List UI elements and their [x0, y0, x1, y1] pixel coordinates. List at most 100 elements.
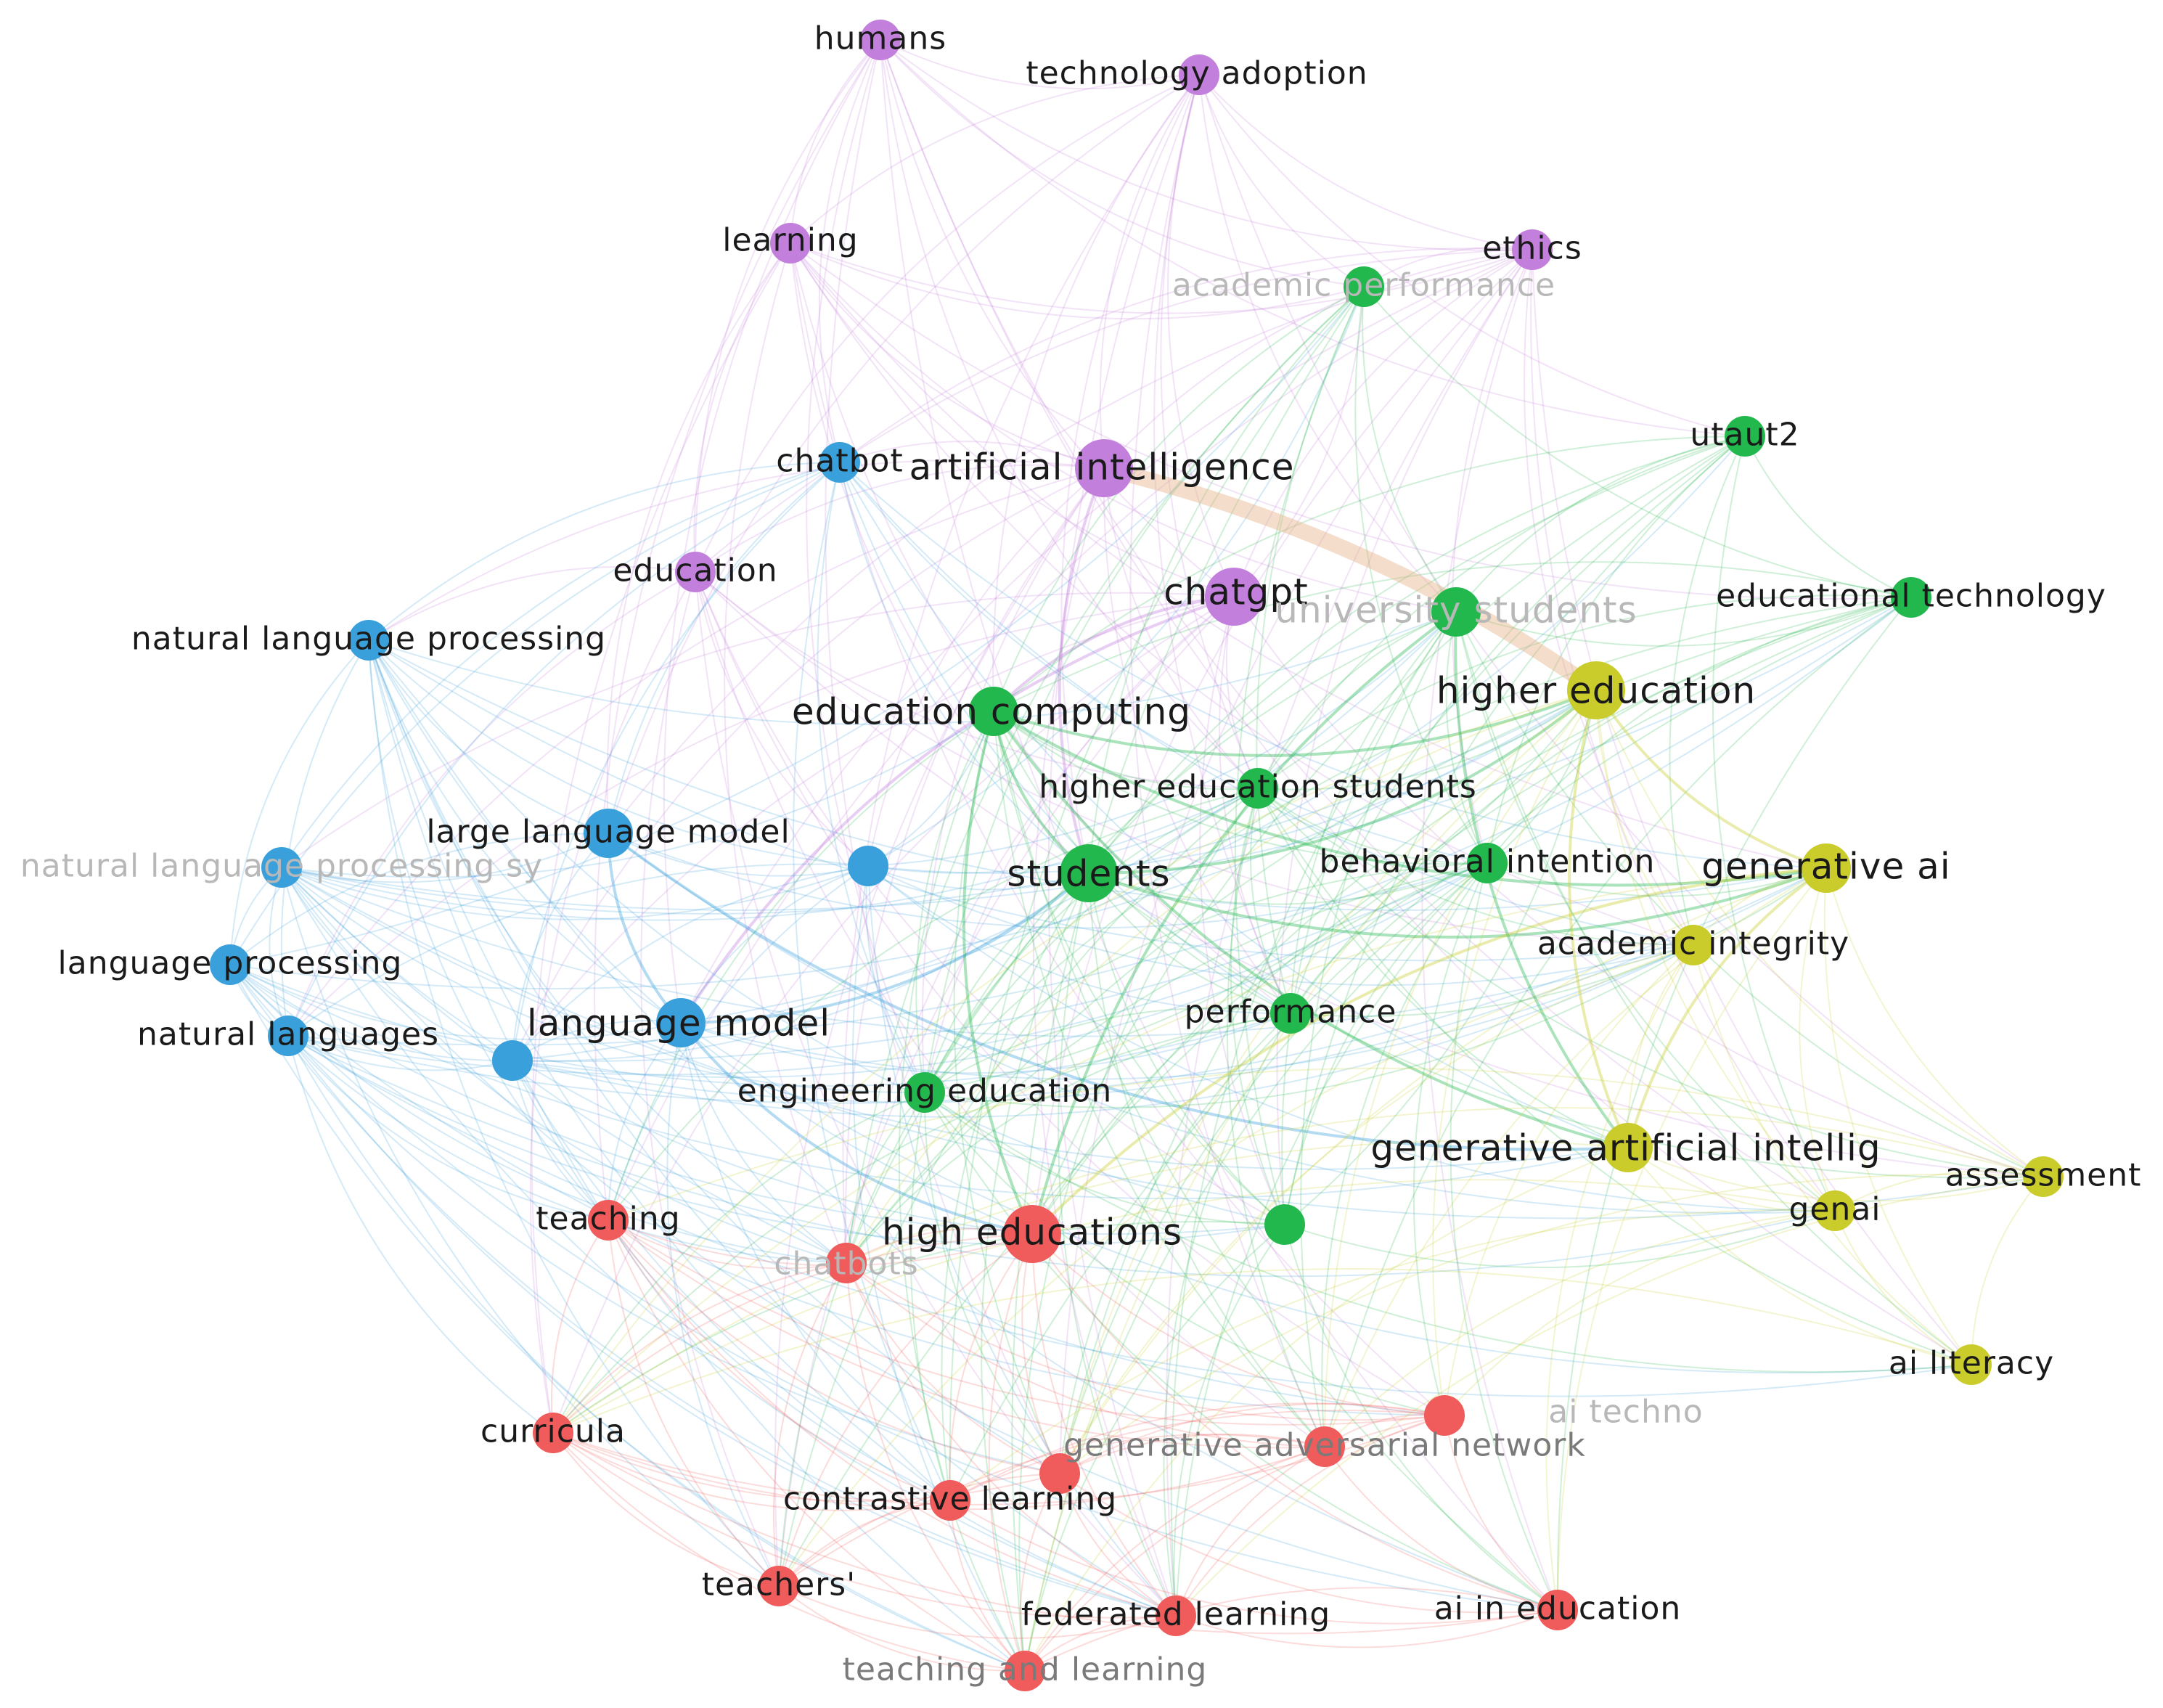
node-ai-in-education[interactable]	[1537, 1590, 1578, 1630]
node-chatbots[interactable]	[826, 1243, 867, 1283]
edge-chatbots-generative-adversarial-network	[846, 1262, 1325, 1447]
node-ai-literacy[interactable]	[1951, 1344, 1992, 1385]
node-educational-technology[interactable]	[1891, 577, 1931, 618]
node-humans[interactable]	[860, 20, 901, 60]
edge-higher-education-students-teachers	[778, 788, 1259, 1587]
node-generative-artificial-intellig[interactable]	[1603, 1123, 1653, 1172]
node-university-students[interactable]	[1431, 587, 1481, 637]
node-utaut2[interactable]	[1725, 416, 1765, 457]
node-language-processing[interactable]	[210, 944, 250, 985]
node-curricula[interactable]	[533, 1413, 573, 1453]
edge-technology-adoption-higher-education-students	[1160, 74, 1259, 789]
node-red-unlabeled[interactable]	[1039, 1453, 1080, 1494]
node-academic-integrity[interactable]	[1673, 925, 1714, 965]
edge-behavioral-intention-chatbots	[846, 862, 1488, 1264]
node-chatbot[interactable]	[819, 442, 860, 483]
edge-utaut2-educational-technology	[1744, 436, 1912, 598]
edge-large-language-model-generative-artificial-intellig	[607, 832, 1629, 1151]
edge-engineering-education-green-unlabeled	[924, 1092, 1285, 1225]
label-natural-languages: natural languages	[137, 1016, 439, 1053]
node-higher-education-students[interactable]	[1238, 768, 1278, 809]
node-engineering-education[interactable]	[904, 1072, 945, 1113]
edge-educational-technology-contrastive-learning	[949, 597, 1912, 1501]
edge-curricula-ai-in-education	[552, 1432, 1558, 1635]
node-natural-languages[interactable]	[268, 1016, 308, 1056]
node-assessment[interactable]	[2023, 1156, 2064, 1197]
node-teachers[interactable]	[759, 1566, 799, 1606]
node-technology-adoption[interactable]	[1179, 54, 1219, 95]
node-large-language-model[interactable]	[584, 809, 633, 858]
edge-generative-adversarial-network-red-unlabeled	[1059, 1434, 1325, 1474]
edge-educational-technology-behavioral-intention	[1487, 597, 1912, 864]
edge-green-unlabeled-curricula	[552, 1221, 1285, 1434]
node-contrastive-learning[interactable]	[930, 1480, 970, 1521]
edge-language-processing-teaching-and-learning	[229, 964, 1026, 1672]
edge-behavioral-intention-red-unlabeled	[1059, 862, 1488, 1474]
edge-education-ai-techno	[695, 571, 1445, 1416]
node-artificial-intelligence[interactable]	[1075, 439, 1133, 497]
node-chatgpt[interactable]	[1205, 568, 1263, 626]
edge-ethics-chatgpt	[1233, 249, 1533, 597]
node-education[interactable]	[675, 552, 716, 592]
edge-higher-education-students-higher-education	[1257, 690, 1597, 790]
node-education-computing[interactable]	[969, 687, 1018, 736]
node-teaching-and-learning[interactable]	[1005, 1651, 1045, 1691]
edge-academic-performance-students	[1088, 286, 1365, 874]
edge-education-computing-higher-education	[993, 689, 1597, 757]
edge-ethics-genai	[1530, 249, 1836, 1211]
node-federated-learning[interactable]	[1156, 1595, 1196, 1636]
edge-academic-performance-contrastive-learning	[949, 286, 1365, 1501]
edge-genai-ai-literacy	[1834, 1210, 1972, 1365]
edge-students-assessment	[1088, 873, 2044, 1179]
node-ai-techno[interactable]	[1424, 1395, 1465, 1436]
edge-students-higher-education	[1088, 689, 1598, 875]
edge-technology-adoption-learning	[790, 74, 1200, 244]
edge-curricula-red-unlabeled	[552, 1432, 1060, 1502]
edge-teachers-federated-learning	[778, 1585, 1177, 1639]
edge-language-processing-red-unlabeled	[229, 964, 1060, 1474]
node-blue-small[interactable]	[492, 1040, 533, 1081]
node-natural-language-processing[interactable]	[348, 620, 389, 661]
edge-language-processing-performance	[229, 964, 1291, 1087]
edge-chatbot-natural-languages	[287, 462, 841, 1037]
edge-natural-languages-educational-technology	[287, 597, 1912, 1046]
edge-performance-generative-ai	[1290, 867, 1827, 1018]
node-generative-ai[interactable]	[1802, 843, 1851, 893]
edge-higher-education-generative-ai	[1595, 689, 1827, 870]
edge-language-processing-green-unlabeled	[229, 964, 1285, 1235]
edge-humans-utaut2	[880, 39, 1746, 437]
node-natural-language-processing-sys[interactable]	[261, 847, 302, 888]
node-students[interactable]	[1060, 844, 1118, 902]
node-generative-adversarial-network[interactable]	[1304, 1426, 1345, 1467]
edge-technology-adoption-artificial-intelligence	[1099, 74, 1200, 469]
node-higher-education[interactable]	[1567, 661, 1625, 719]
node-language-model[interactable]	[656, 998, 706, 1047]
edge-educational-technology-ai-in-education	[1556, 597, 1912, 1611]
node-blue-unlabeled[interactable]	[848, 846, 888, 886]
edge-technology-adoption-performance	[1153, 74, 1291, 1014]
node-green-unlabeled[interactable]	[1264, 1204, 1305, 1245]
node-academic-performance[interactable]	[1344, 266, 1384, 307]
edge-behavioral-intention-ai-in-education	[1450, 862, 1558, 1611]
edge-ai-techno-contrastive-learning	[949, 1402, 1445, 1501]
node-genai[interactable]	[1815, 1190, 1855, 1231]
label-ai-in-education: ai in education	[1434, 1590, 1682, 1627]
edge-language-model-teachers	[666, 1022, 780, 1587]
edge-blue-unlabeled-natural-languages	[287, 863, 869, 1037]
edge-learning-artificial-intelligence	[790, 242, 1105, 469]
node-behavioral-intention[interactable]	[1467, 843, 1508, 883]
edge-ethics-chatbot	[839, 248, 1533, 463]
edge-natural-language-processing-green-unlabeled	[368, 640, 1285, 1225]
node-performance[interactable]	[1270, 993, 1311, 1034]
edge-language-model-students	[680, 872, 1090, 1024]
edge-utaut2-higher-education-students	[1257, 436, 1746, 789]
edge-genai-generative-adversarial-network	[1324, 1210, 1836, 1447]
node-learning[interactable]	[770, 223, 811, 263]
node-ethics[interactable]	[1512, 229, 1553, 270]
node-high-educations[interactable]	[1003, 1205, 1061, 1263]
node-teaching[interactable]	[588, 1200, 629, 1241]
edge-chatbots-federated-learning	[846, 1262, 1177, 1617]
edge-learning-ethics	[790, 242, 1533, 314]
edge-natural-languages-behavioral-intention	[287, 862, 1488, 1076]
edge-ai-techno-teaching-and-learning	[1024, 1415, 1445, 1672]
